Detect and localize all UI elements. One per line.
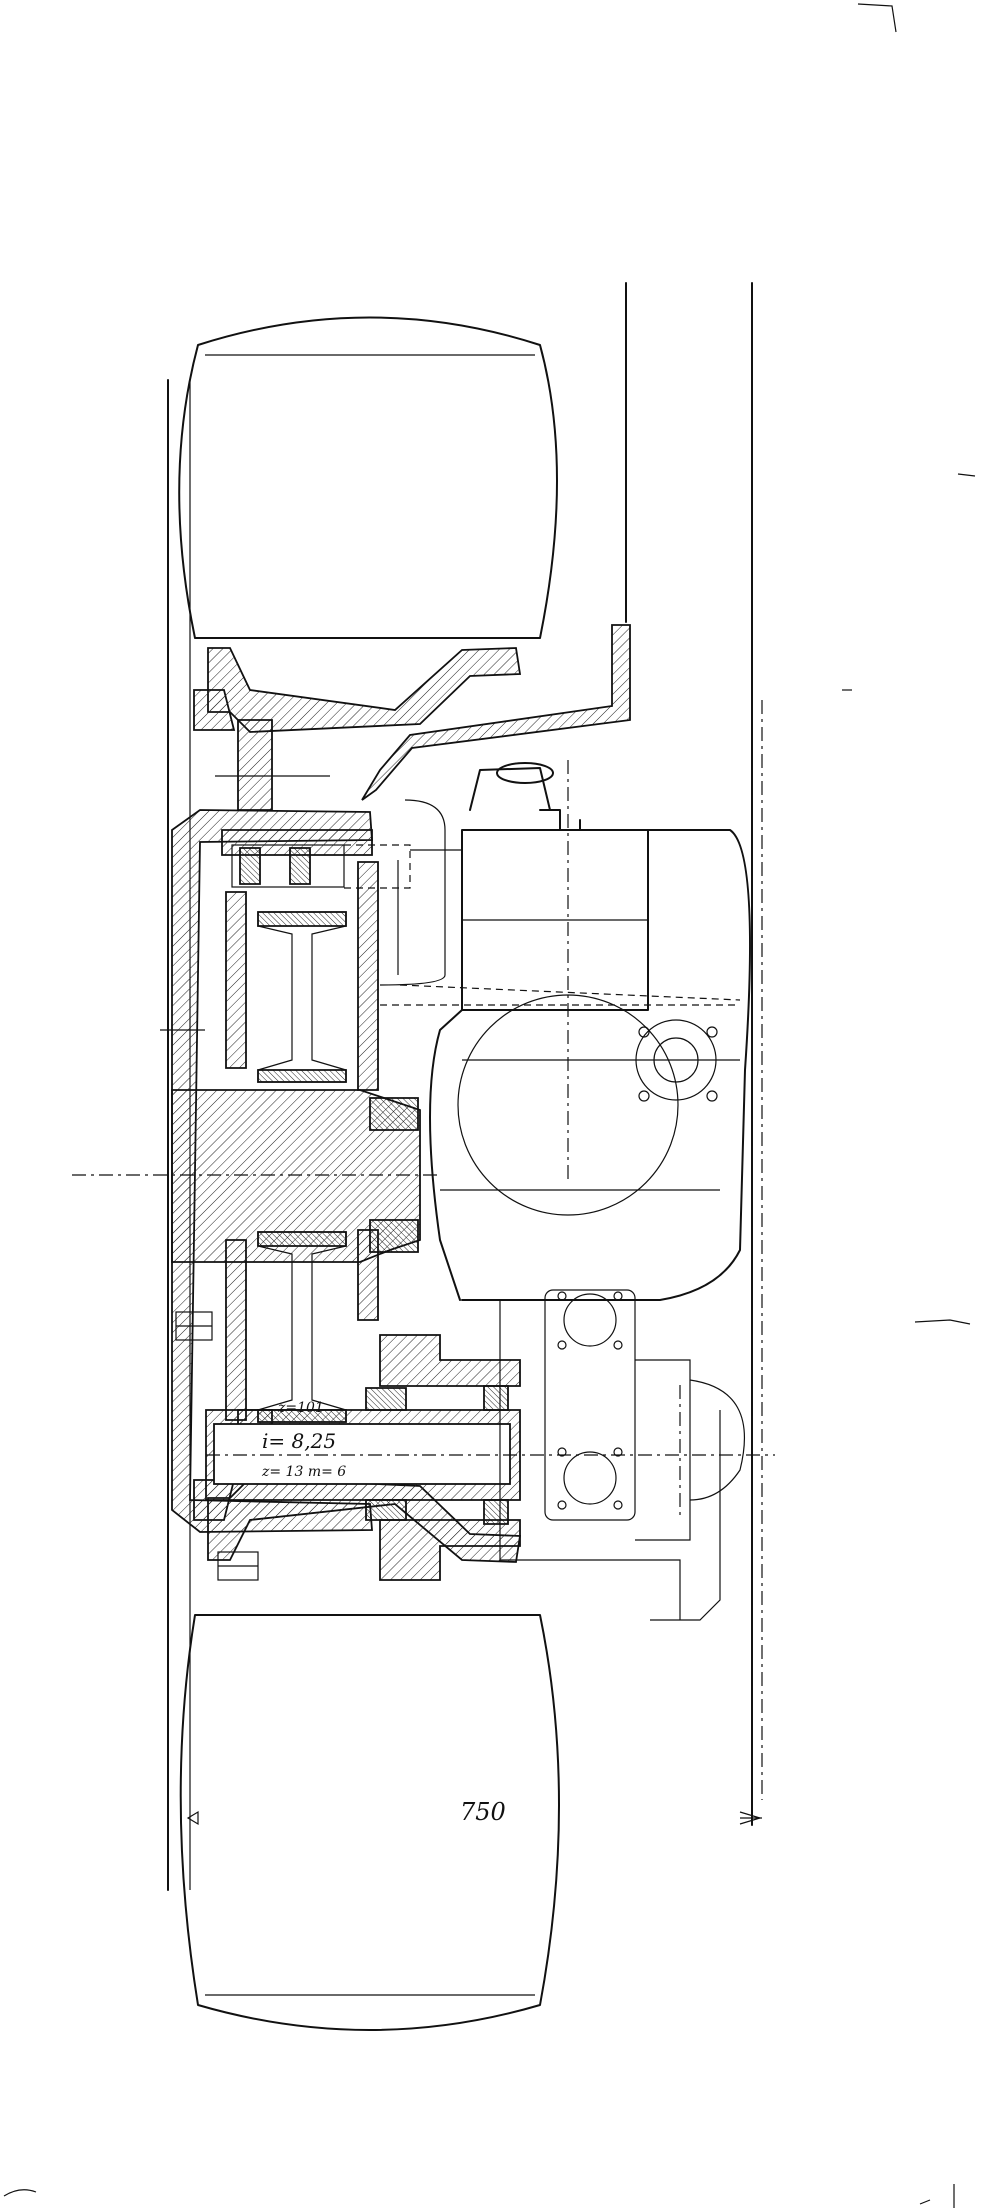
flange-upper xyxy=(635,1019,718,1102)
tire-upper xyxy=(178,316,558,639)
motor-body xyxy=(379,760,751,1301)
ratio-label: i= 8,25 xyxy=(262,1429,336,1453)
hub-axle xyxy=(72,1029,440,1263)
corner-marks xyxy=(3,3,955,2208)
pinion-label: z= 13 m= 6 xyxy=(261,1464,346,1480)
frame-bracket xyxy=(215,624,631,801)
flange-lower xyxy=(499,1289,745,1621)
gear-large-upper xyxy=(257,911,347,1083)
bolt-lower xyxy=(217,1551,259,1581)
dimension-label: 750 xyxy=(460,1798,506,1826)
teeth-label: z=101 xyxy=(277,1400,324,1416)
scan-marks xyxy=(842,473,976,1325)
tire-lower xyxy=(179,1614,560,2031)
pinion-upper xyxy=(231,844,411,889)
gear-shaft xyxy=(205,1334,775,1581)
dimension-line xyxy=(186,700,763,1826)
bolt-upper xyxy=(175,1311,213,1341)
